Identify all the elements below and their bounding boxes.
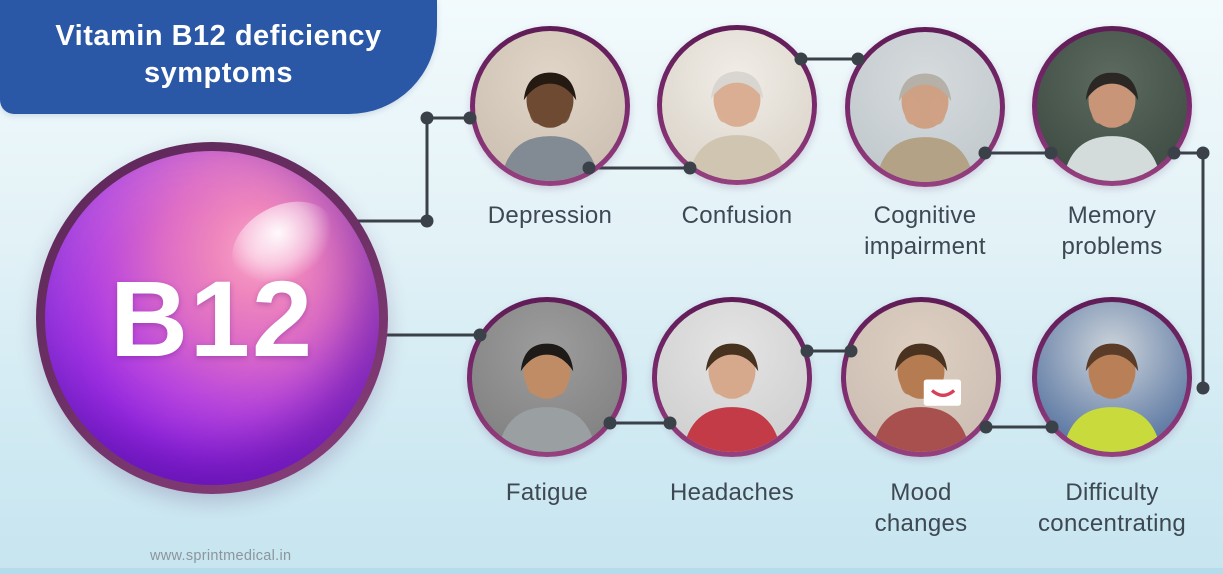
person-silhouette: [872, 343, 970, 452]
mood-changes-photo: [846, 302, 996, 452]
b12-sphere: B12: [36, 142, 388, 494]
headaches-photo: [657, 302, 807, 452]
label-depression: Depression: [487, 202, 613, 229]
symptom-circle-cognitive-impairment: [845, 27, 1005, 187]
connector-dot: [1196, 146, 1210, 160]
connector-dot: [1196, 381, 1210, 395]
symptom-circle-fatigue: [467, 297, 627, 457]
symptom-circle-memory-problems: [1032, 26, 1192, 186]
website-url: www.sprintmedical.in: [150, 548, 292, 564]
connector-dot: [420, 214, 434, 228]
b12-sphere-surface: B12: [45, 151, 379, 485]
confusion-photo: [662, 30, 812, 180]
symptom-circle-confusion: [657, 25, 817, 185]
label-mood-changes: Mood changes: [874, 479, 968, 537]
label-difficulty-concentrating: Difficulty concentrating: [1038, 479, 1186, 537]
page-title: Vitamin B12 deficiency symptoms: [55, 20, 382, 89]
symptom-circle-mood-changes: [841, 297, 1001, 457]
person-silhouette: [683, 343, 781, 452]
label-fatigue: Fatigue: [505, 479, 589, 506]
person-silhouette: [876, 73, 974, 182]
cognitive-impairment-photo: [850, 32, 1000, 182]
label-cognitive-impairment: Cognitive impairment: [864, 202, 986, 260]
person-silhouette: [1063, 72, 1161, 181]
difficulty-concentrating-photo: [1037, 302, 1187, 452]
symptom-circle-headaches: [652, 297, 812, 457]
title-banner: Vitamin B12 deficiency symptoms: [0, 0, 437, 114]
person-silhouette: [498, 343, 596, 452]
person-silhouette: [501, 72, 599, 181]
label-memory-problems: Memory problems: [1061, 202, 1163, 260]
depression-photo: [475, 31, 625, 181]
person-silhouette: [688, 71, 786, 180]
label-confusion: Confusion: [681, 202, 793, 229]
bottom-accent-strip: [0, 568, 1223, 574]
label-headaches: Headaches: [669, 479, 795, 506]
connector-dot: [420, 111, 434, 125]
symptom-circle-difficulty-concentrating: [1032, 297, 1192, 457]
memory-problems-photo: [1037, 31, 1187, 181]
person-silhouette: [1063, 343, 1161, 452]
symptom-circle-depression: [470, 26, 630, 186]
fatigue-photo: [472, 302, 622, 452]
